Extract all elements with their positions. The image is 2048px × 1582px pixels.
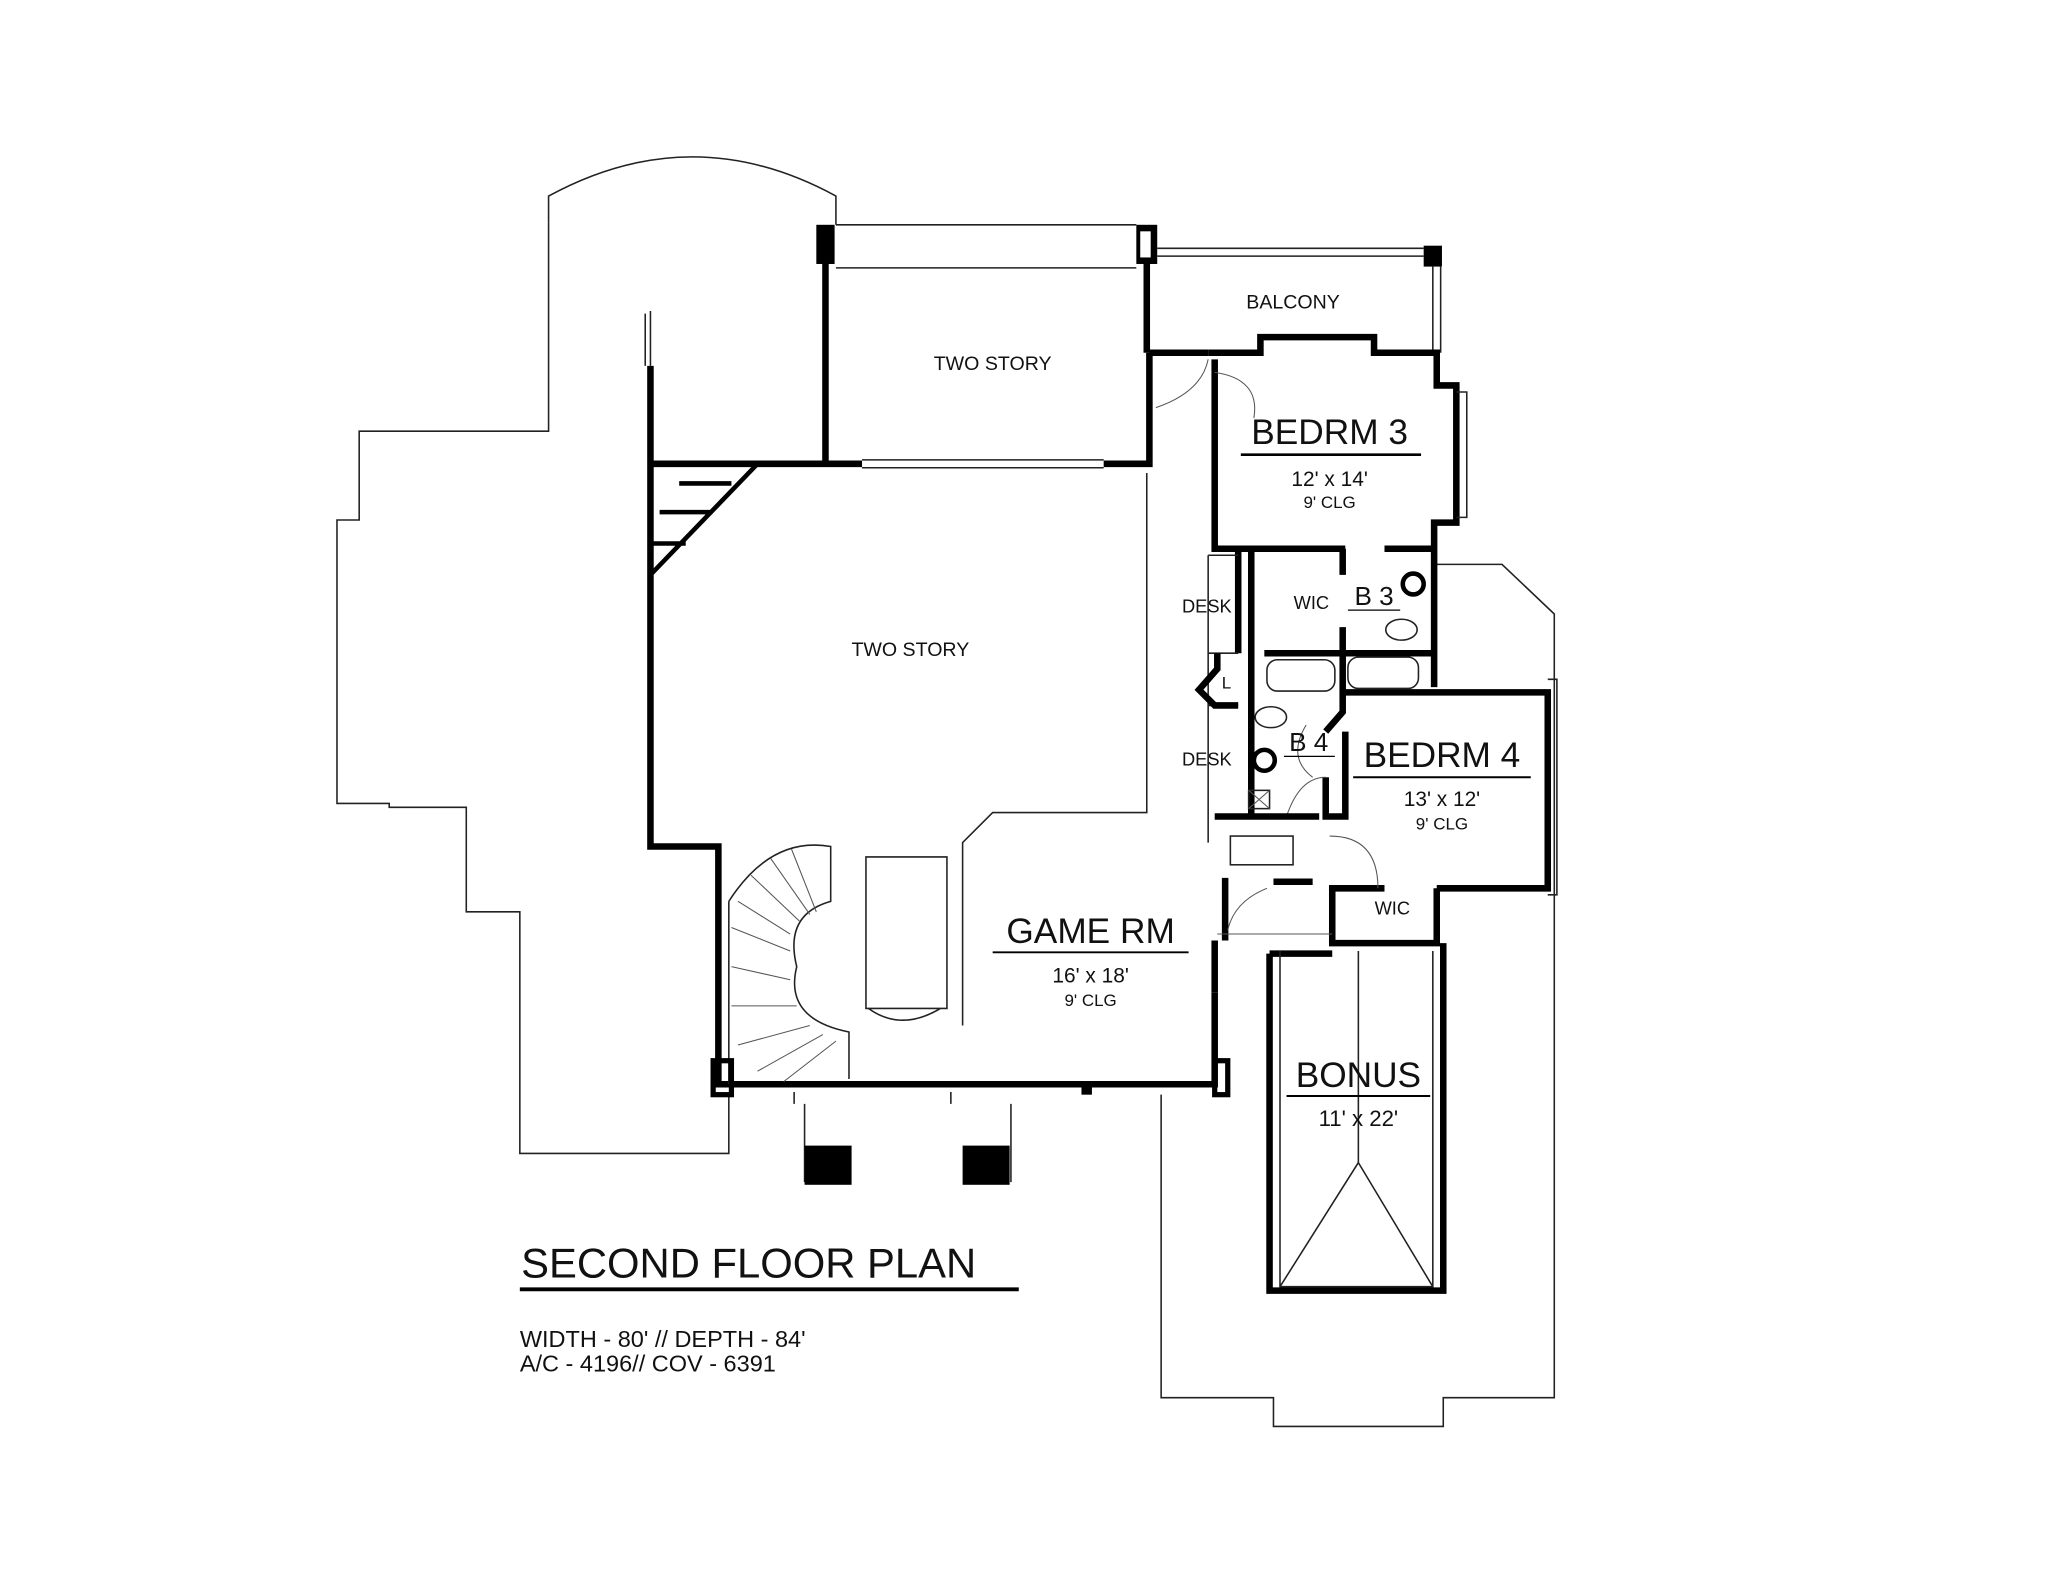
label-b4: B 4 bbox=[1289, 727, 1328, 757]
plan-title-block: SECOND FLOOR PLAN WIDTH - 80' // DEPTH -… bbox=[520, 1240, 1019, 1377]
bonus-size: 11' x 22' bbox=[1319, 1106, 1399, 1131]
roof-outline bbox=[336, 156, 1556, 1428]
label-bedrm4: BEDRM 4 bbox=[1364, 736, 1521, 775]
room-labels: TWO STORY TWO STORY BALCONY BEDRM 3 12' … bbox=[851, 291, 1531, 1131]
label-two-story-top: TWO STORY bbox=[934, 353, 1052, 375]
label-balcony: BALCONY bbox=[1246, 291, 1340, 313]
label-game-rm: GAME RM bbox=[1006, 912, 1174, 951]
plan-spec-dimensions: WIDTH - 80' // DEPTH - 84' bbox=[520, 1326, 806, 1352]
label-linen: L bbox=[1222, 673, 1231, 692]
label-desk-1: DESK bbox=[1182, 596, 1232, 617]
label-bedrm3: BEDRM 3 bbox=[1251, 413, 1408, 452]
plan-spec-area: A/C - 4196// COV - 6391 bbox=[520, 1351, 776, 1377]
plan-title: SECOND FLOOR PLAN bbox=[521, 1240, 976, 1287]
label-bonus: BONUS bbox=[1296, 1056, 1421, 1095]
label-wic-2: WIC bbox=[1375, 897, 1411, 918]
bedrm3-size: 12' x 14' bbox=[1291, 468, 1367, 491]
bedrm3-clg: 9' CLG bbox=[1303, 493, 1355, 512]
game-rm-size: 16' x 18' bbox=[1052, 964, 1128, 987]
label-desk-2: DESK bbox=[1182, 749, 1232, 770]
label-wic-1: WIC bbox=[1294, 592, 1330, 613]
label-two-story-main: TWO STORY bbox=[851, 639, 969, 661]
upper-walls bbox=[647, 224, 1558, 1294]
game-rm-clg: 9' CLG bbox=[1064, 991, 1116, 1010]
bedrm4-size: 13' x 12' bbox=[1404, 788, 1480, 811]
label-b3: B 3 bbox=[1354, 581, 1393, 611]
bedrm4-clg: 9' CLG bbox=[1416, 815, 1468, 834]
